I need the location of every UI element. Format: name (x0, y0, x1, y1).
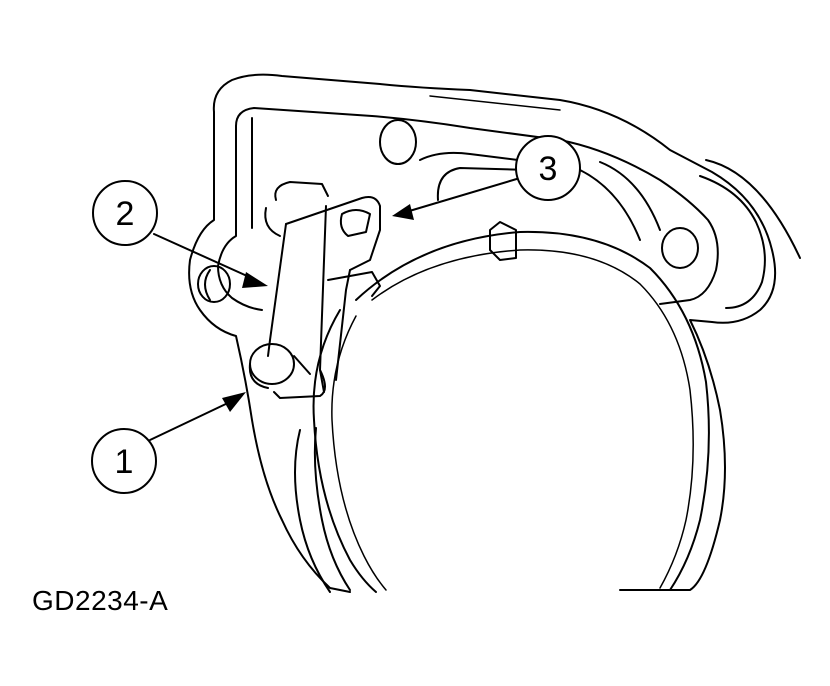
housing-outline (188, 73, 801, 593)
bore-opening (294, 230, 710, 593)
leader-line-1 (149, 392, 246, 441)
callout-2: 2 (92, 180, 158, 246)
leader-line-3 (392, 177, 521, 220)
housing-ribs (419, 95, 661, 261)
callout-3-label: 3 (539, 150, 558, 188)
arrowhead-3 (392, 204, 414, 220)
lever-assembly (248, 181, 381, 399)
callout-1-label: 1 (115, 443, 134, 481)
callout-1: 1 (91, 428, 157, 494)
callout-3: 3 (515, 135, 581, 201)
arrowhead-2 (242, 272, 268, 288)
arrowhead-1 (222, 392, 246, 412)
leader-line-2 (153, 233, 268, 288)
housing-inner-flange (217, 107, 719, 311)
figure-code: GD2234-A (32, 585, 169, 616)
callout-2-label: 2 (116, 195, 135, 233)
bolt-holes (197, 119, 699, 303)
